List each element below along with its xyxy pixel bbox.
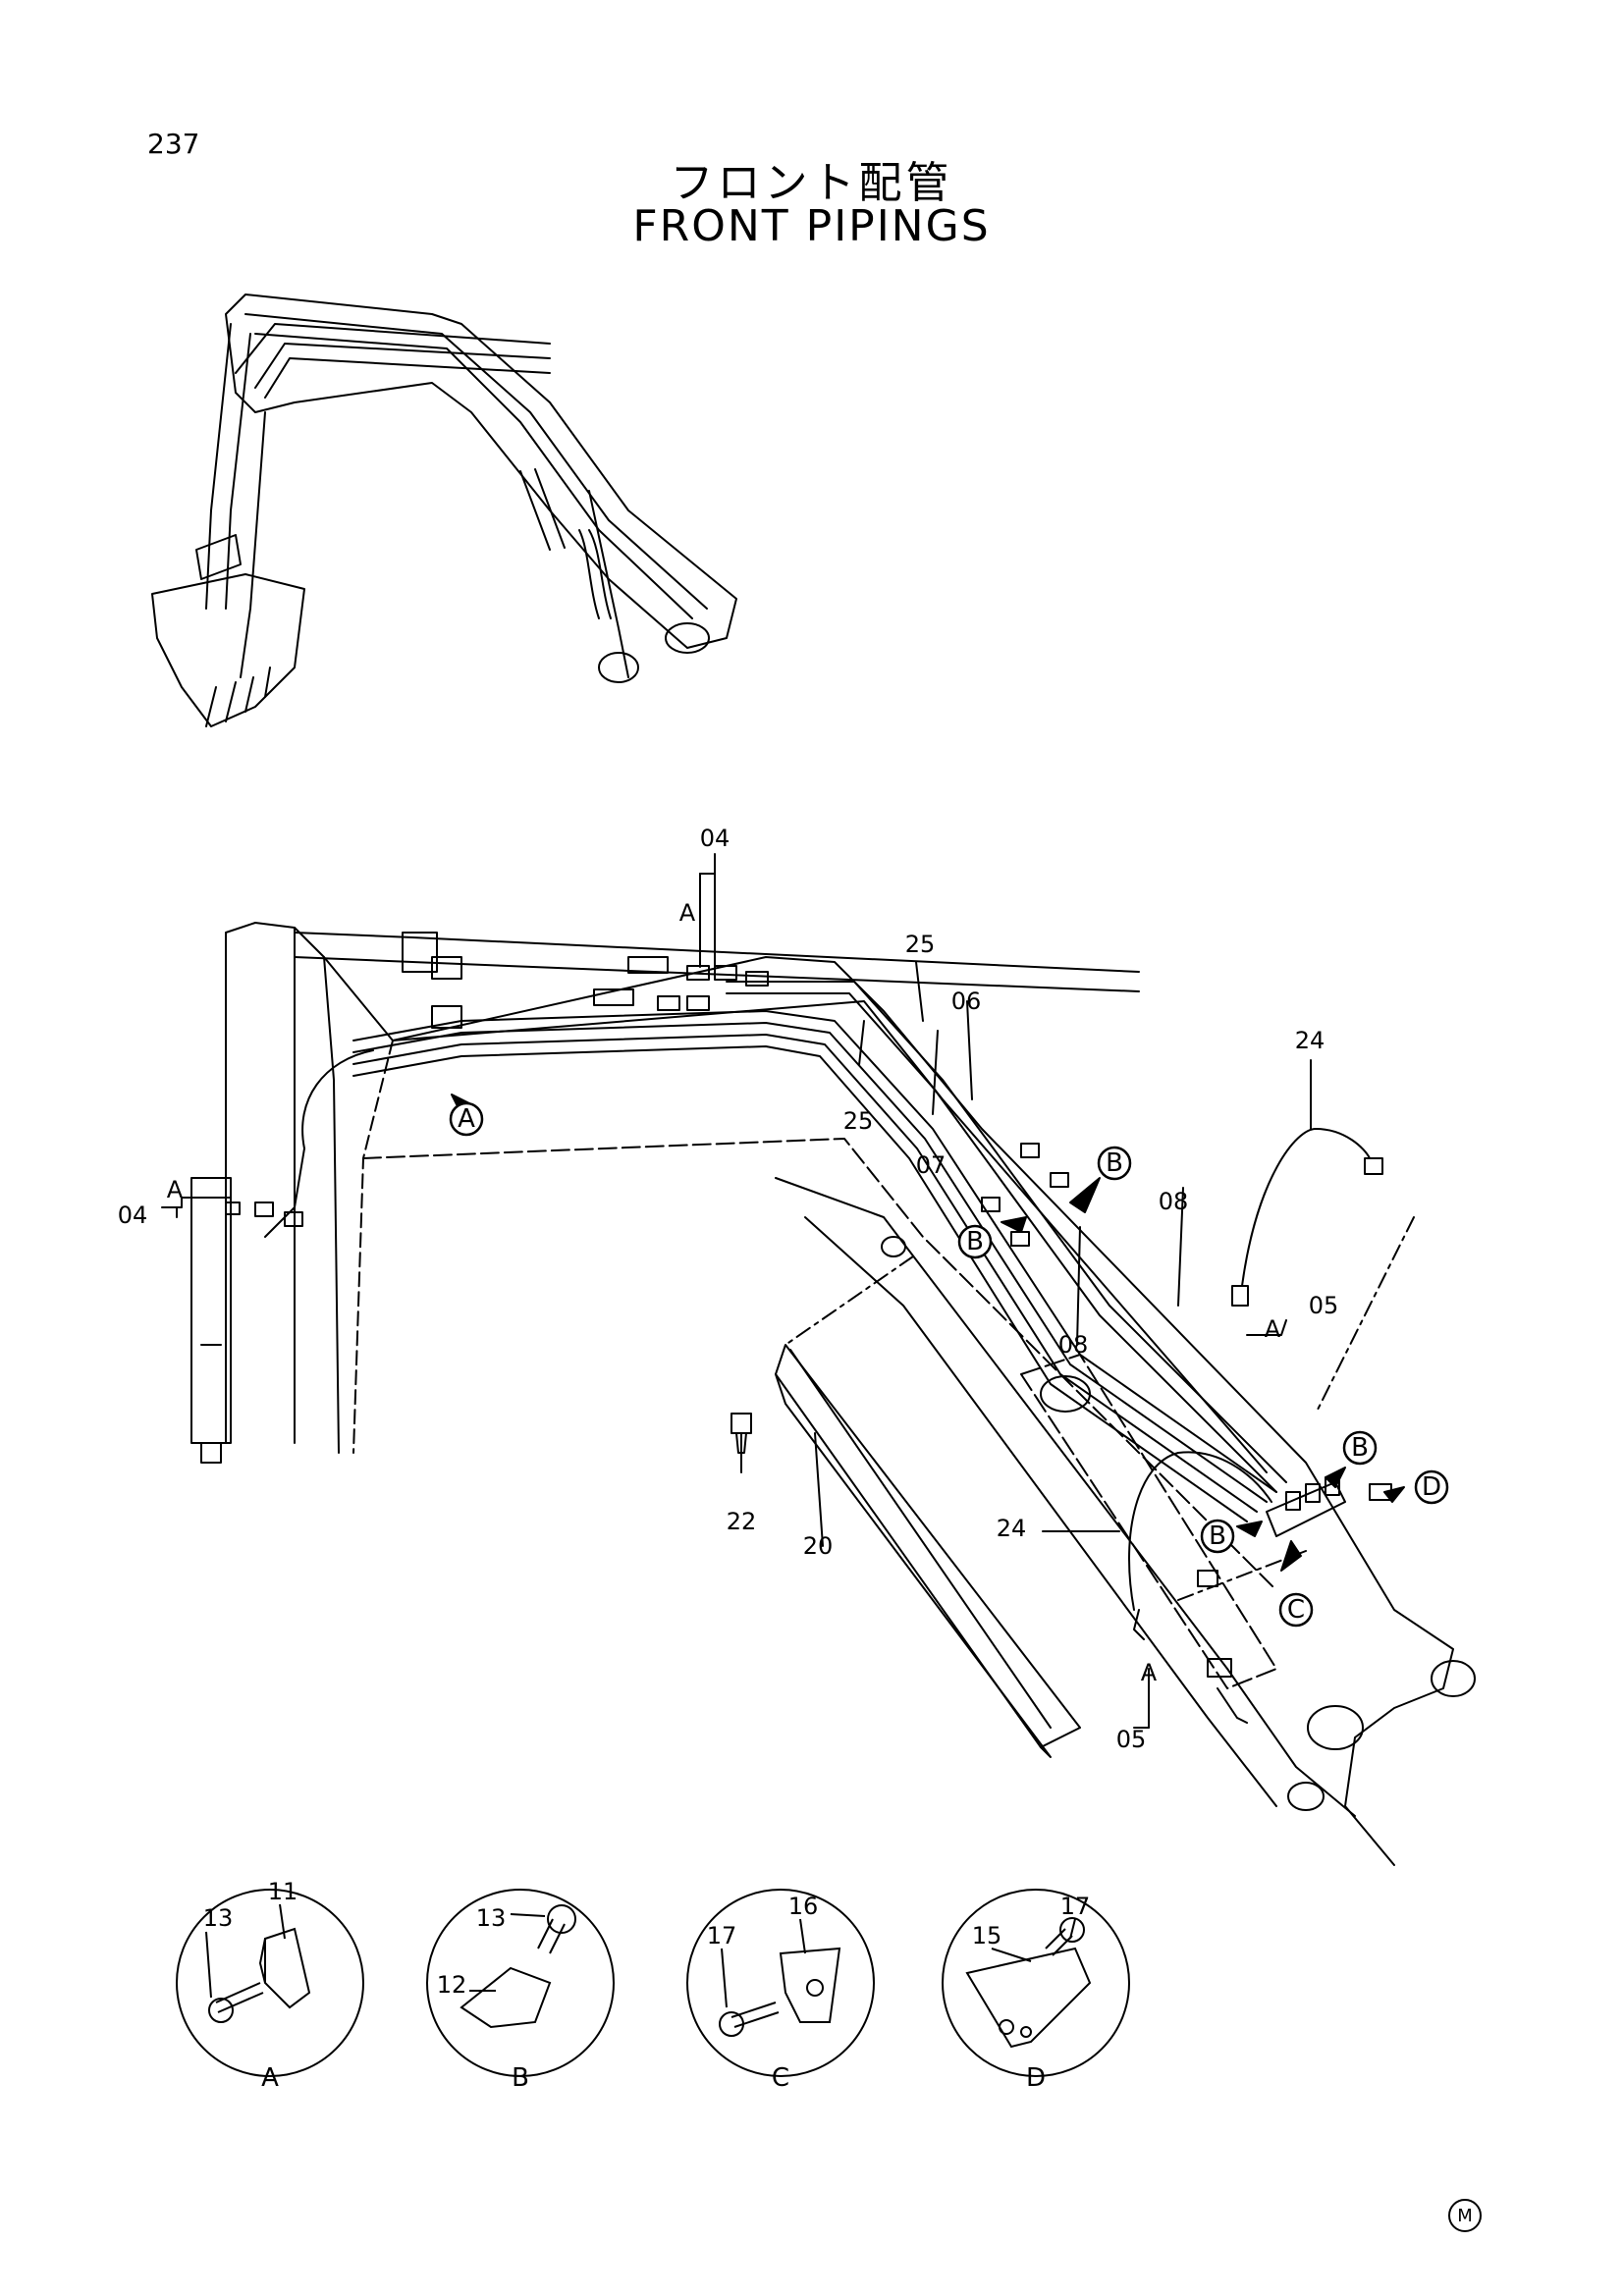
detail-b-part-2: 12 (437, 1971, 467, 1999)
detail-d-part-2: 17 (1060, 1893, 1091, 1920)
part-label-a-top: A (679, 899, 696, 927)
callout-b-4: B (1209, 1522, 1226, 1551)
callout-circles (449, 1101, 1449, 1628)
detail-b-part-1: 13 (476, 1904, 507, 1932)
detail-a-part-2: 11 (268, 1878, 298, 1905)
detail-d-part-1: 15 (972, 1922, 1002, 1949)
part-label-24-a: 24 (1295, 1027, 1325, 1054)
detail-d (942, 1889, 1130, 2077)
detail-a-part-1: 13 (203, 1904, 234, 1932)
callout-a: A (458, 1104, 475, 1134)
part-label-24-b: 24 (997, 1515, 1027, 1542)
detail-c-part-1: 17 (707, 1922, 737, 1949)
part-label-07: 07 (916, 1151, 947, 1179)
part-label-04-left: 04 (118, 1201, 148, 1229)
callout-b-3: B (1351, 1433, 1369, 1463)
part-label-a-05a: A (1265, 1315, 1281, 1343)
detail-d-letter: D (1026, 2063, 1046, 2093)
callout-d: D (1422, 1472, 1441, 1502)
callout-c: C (1287, 1595, 1305, 1625)
detail-a-letter: A (261, 2063, 279, 2093)
part-label-05-b: 05 (1116, 1726, 1147, 1753)
part-label-04-top: 04 (700, 825, 730, 852)
part-label-08-a: 08 (1159, 1188, 1189, 1215)
part-label-20: 20 (803, 1532, 834, 1560)
part-label-05-a: 05 (1309, 1292, 1339, 1319)
detail-c (686, 1889, 875, 2077)
part-label-22: 22 (727, 1508, 757, 1535)
detail-c-part-2: 16 (788, 1893, 819, 1920)
part-label-a-left: A (167, 1176, 184, 1203)
title-english: FRONT PIPINGS (632, 201, 991, 251)
leader-lines (161, 853, 1312, 1729)
manufacturer-mark: M (1448, 2199, 1482, 2232)
detail-c-letter: C (772, 2063, 789, 2093)
page-number: 237 (147, 128, 200, 160)
part-label-06: 06 (951, 988, 982, 1015)
part-label-a-05b: A (1141, 1659, 1158, 1686)
overview-excavator-front (151, 294, 737, 727)
detail-views (176, 1889, 1130, 2077)
callout-b-1: B (1106, 1148, 1123, 1178)
part-label-25-a: 25 (905, 931, 936, 958)
part-label-25-b: 25 (843, 1107, 874, 1135)
part-label-08-b: 08 (1058, 1331, 1089, 1359)
detail-b-letter: B (512, 2063, 529, 2093)
callout-b-2: B (966, 1227, 984, 1256)
detail-b (426, 1889, 615, 2077)
detail-a (176, 1889, 364, 2077)
boom-assembly (190, 922, 1476, 1866)
title-japanese: フロント配管 (670, 158, 953, 208)
